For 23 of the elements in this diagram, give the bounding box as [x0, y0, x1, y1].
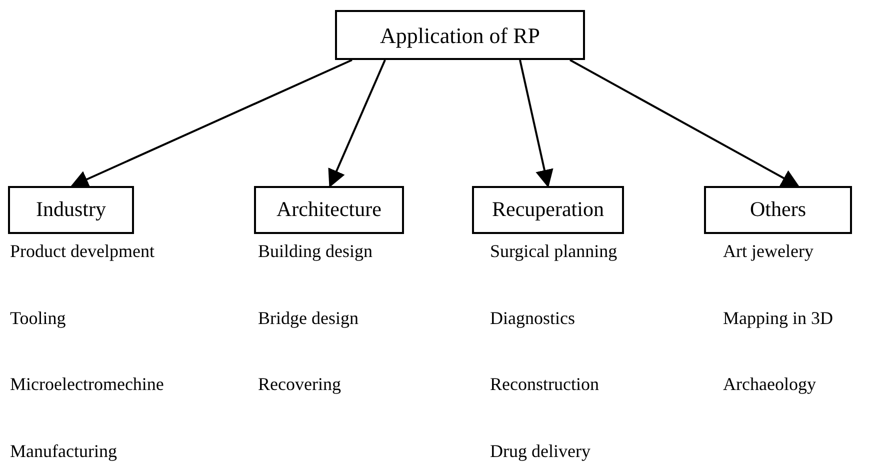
- category-box: Architecture: [254, 186, 404, 234]
- list-item: Bridge design: [258, 309, 358, 327]
- list-item: Tooling: [10, 309, 66, 327]
- list-item: Surgical planning: [490, 242, 618, 260]
- list-item: Mapping in 3D: [723, 309, 833, 327]
- list-item: Recovering: [258, 375, 341, 393]
- list-item: Reconstruction: [490, 375, 599, 393]
- category-box: Others: [704, 186, 852, 234]
- arrow: [519, 60, 554, 188]
- list-item: Drug delivery: [490, 442, 590, 460]
- arrow: [328, 60, 386, 188]
- category-box: Industry: [8, 186, 134, 234]
- list-item: Archaeology: [723, 375, 816, 393]
- list-item: Product develpment: [10, 242, 154, 260]
- arrow: [570, 59, 800, 187]
- list-item: Building design: [258, 242, 373, 260]
- list-item: Manufacturing: [10, 442, 117, 460]
- list-item: Diagnostics: [490, 309, 575, 327]
- category-box: Recuperation: [472, 186, 624, 234]
- arrow: [70, 59, 352, 188]
- root-box: Application of RP: [335, 10, 585, 60]
- list-item: Microelectromechine: [10, 375, 164, 393]
- list-item: Art jewelery: [723, 242, 814, 260]
